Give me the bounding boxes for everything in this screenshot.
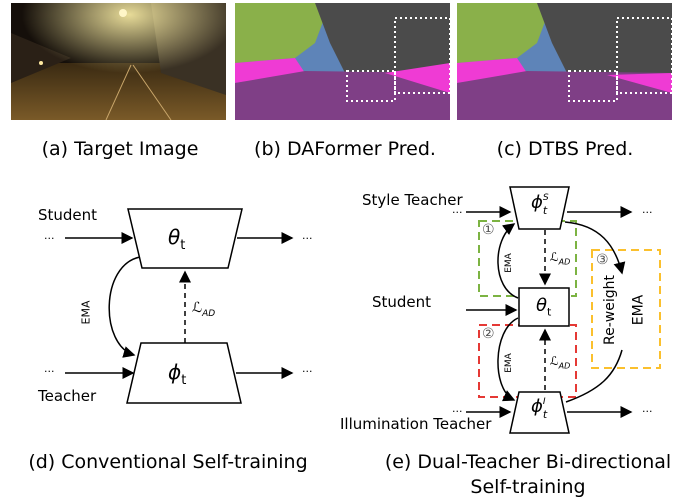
e-reweight-ema: EMA [630,294,647,326]
e-student-label: Student [372,293,432,311]
d-student-label: Student [38,206,98,224]
student-node-shape [127,208,243,269]
box-step1 [478,220,577,297]
dtbs-segmentation [457,3,672,120]
e-ema-label-bottom: EMA [503,353,514,373]
caption-b: (b) DAFormer Pred. [254,138,436,160]
e-step2: ② [482,326,495,342]
illum-teacher-shape [509,391,570,434]
target-image-panel [11,3,226,120]
caption-a: (a) Target Image [41,138,199,160]
e-student-node: θt [536,295,552,319]
caption-e-line2: Self-training [470,476,586,498]
student-shape [518,287,570,327]
caption-c: (c) DTBS Pred. [496,138,634,160]
d-student-node: θt [168,225,186,253]
dtbs-pred-panel [457,3,672,120]
daformer-segmentation [235,3,450,120]
style-teacher-shape [509,186,570,230]
diagram-conventional [65,208,294,404]
e-in-dots-top: ... [452,203,463,216]
d-in-dots-top: ... [44,229,55,242]
caption-d: (d) Conventional Self-training [28,451,308,473]
e-reweight-label: Re-weight [601,275,618,345]
box-step2 [478,324,577,398]
d-loss-label: ℒAD [192,300,216,319]
teacher-node-shape [126,342,242,404]
e-loss-top: ℒAD [550,250,571,267]
box-step3 [591,249,661,369]
night-street-image [11,3,226,120]
d-out-dots-top: ... [302,229,313,242]
daformer-pred-panel [235,3,450,120]
e-step1: ① [482,222,495,238]
e-loss-bottom: ℒAD [550,354,571,371]
d-out-dots-bottom: ... [302,362,313,375]
e-illum-teacher-label: Illumination Teacher [340,415,492,433]
d-teacher-node: ϕt [168,360,187,388]
e-ema-label-top: EMA [503,253,514,273]
caption-e-line1: (e) Dual-Teacher Bi-directional [384,451,672,473]
diagram-dual-teacher [466,186,661,434]
e-style-teacher-label: Style Teacher [362,191,463,209]
d-ema-label: EMA [79,300,93,325]
e-in-dots-bottom: ... [452,402,463,415]
d-teacher-label: Teacher [38,387,97,405]
e-step3: ③ [596,252,609,268]
e-out-dots-top: ... [642,203,653,216]
d-in-dots-bottom: ... [44,362,55,375]
e-out-dots-bottom: ... [642,402,653,415]
